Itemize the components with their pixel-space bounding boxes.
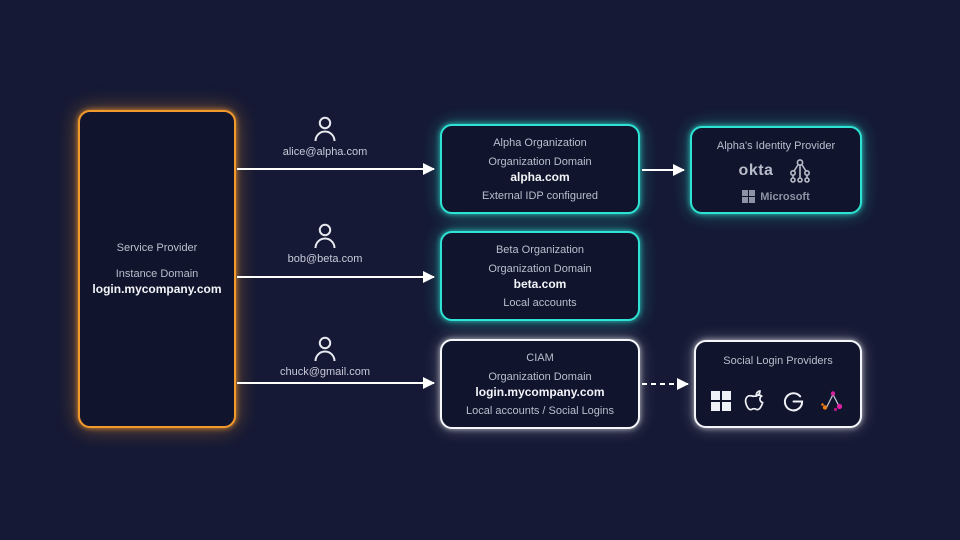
service-provider-title: Service Provider bbox=[116, 242, 198, 254]
org-name: Alpha Organization bbox=[493, 137, 587, 149]
user-email: bob@beta.com bbox=[287, 253, 363, 265]
idp-title: Alpha's Identity Provider bbox=[716, 140, 836, 152]
person-icon bbox=[314, 223, 336, 249]
user-bob: bob@beta.com bbox=[250, 222, 400, 265]
social-title: Social Login Providers bbox=[723, 355, 833, 367]
org-domain-label: Organization Domain bbox=[488, 155, 592, 168]
org-domain-label: Organization Domain bbox=[488, 262, 592, 275]
alpha-identity-provider-box: Alpha's Identity Provider okta Microsoft bbox=[690, 126, 862, 214]
user-email: alice@alpha.com bbox=[282, 146, 368, 158]
alpha-organization-box: Alpha Organization Organization Domain a… bbox=[440, 124, 640, 214]
microsoft-icon bbox=[711, 391, 731, 411]
user-chuck: chuck@gmail.com bbox=[250, 335, 400, 378]
beta-organization-box: Beta Organization Organization Domain be… bbox=[440, 231, 640, 321]
org-name: Beta Organization bbox=[495, 244, 585, 256]
org-domain-group: Organization Domain login.mycompany.com bbox=[475, 371, 604, 399]
org-note: External IDP configured bbox=[482, 190, 598, 202]
google-icon bbox=[783, 391, 804, 411]
org-domain-value: login.mycompany.com bbox=[475, 384, 605, 399]
org-note: Local accounts / Social Logins bbox=[466, 405, 614, 417]
org-note: Local accounts bbox=[503, 297, 577, 309]
org-domain-value: beta.com bbox=[513, 276, 567, 291]
idp-logo-row: okta bbox=[739, 158, 814, 184]
apple-icon bbox=[744, 390, 764, 411]
org-domain-group: Organization Domain beta.com bbox=[488, 263, 591, 291]
microsoft-squares-icon bbox=[742, 190, 756, 203]
org-domain-label: Organization Domain bbox=[488, 370, 592, 383]
instance-domain-label: Instance Domain bbox=[115, 268, 199, 280]
service-provider-box: Service Provider Instance Domain login.m… bbox=[78, 110, 236, 428]
ciam-organization-box: CIAM Organization Domain login.mycompany… bbox=[440, 339, 640, 429]
triangle-network-icon bbox=[821, 391, 843, 412]
social-login-providers-box: Social Login Providers bbox=[694, 340, 862, 428]
social-icons-row bbox=[711, 388, 845, 414]
org-name: CIAM bbox=[526, 352, 554, 364]
user-alice: alice@alpha.com bbox=[250, 115, 400, 158]
person-icon bbox=[314, 116, 336, 142]
okta-logo: okta bbox=[738, 162, 774, 179]
microsoft-logo: Microsoft bbox=[742, 190, 810, 203]
person-icon bbox=[314, 336, 336, 362]
directory-tree-icon bbox=[790, 159, 811, 183]
org-domain-group: Organization Domain alpha.com bbox=[488, 156, 591, 184]
org-domain-value: alpha.com bbox=[510, 169, 570, 184]
microsoft-label: Microsoft bbox=[760, 190, 810, 203]
instance-domain-value: login.mycompany.com bbox=[92, 282, 222, 296]
user-email: chuck@gmail.com bbox=[279, 366, 371, 378]
